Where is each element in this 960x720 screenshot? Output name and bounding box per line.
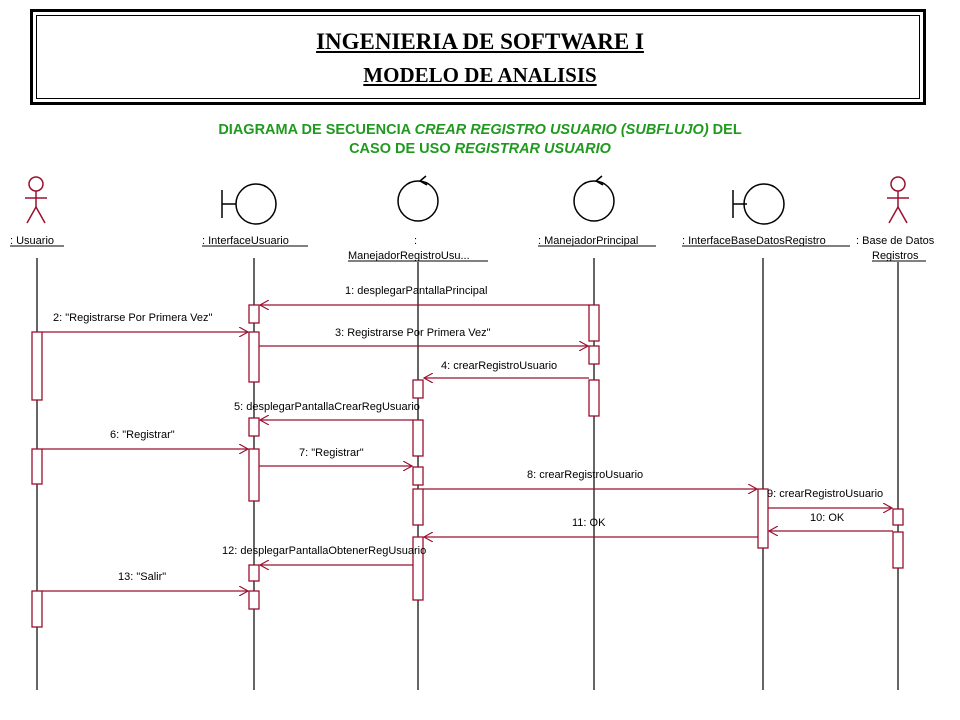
message-label: 2: "Registrarse Por Primera Vez" (53, 312, 213, 324)
participant-label: ManejadorRegistroUsu... (348, 250, 470, 262)
activation-box (892, 531, 904, 569)
message-label: 5: desplegarPantallaCrearRegUsuario (234, 401, 420, 413)
message-label: 11: OK (572, 517, 606, 529)
activation-box (31, 590, 43, 628)
participant-label: : InterfaceUsuario (202, 235, 289, 247)
page-title: INGENIERIA DE SOFTWARE I (316, 29, 644, 54)
activation-box (31, 331, 43, 401)
activation-box (757, 488, 769, 549)
title-frame-inner (36, 15, 920, 99)
boundary-icon (221, 183, 277, 225)
activation-box (412, 536, 424, 601)
message-label: 4: crearRegistroUsuario (441, 360, 557, 372)
participant-label: : (414, 235, 417, 247)
control-icon (573, 175, 615, 222)
message-label: 8: crearRegistroUsuario (527, 469, 643, 481)
activation-box (412, 419, 424, 457)
message-label: 9: crearRegistroUsuario (767, 488, 883, 500)
caption-italic: CREAR REGISTRO USUARIO (SUBFLUJO) (414, 122, 709, 138)
actor-icon (25, 176, 47, 224)
control-icon (397, 175, 439, 222)
message-label: 12: desplegarPantallaObtenerRegUsuario (222, 545, 426, 557)
participant-label: : ManejadorPrincipal (538, 235, 638, 247)
caption-italic: REGISTRAR USUARIO (454, 141, 611, 157)
boundary-icon (732, 183, 785, 225)
activation-box (588, 345, 600, 365)
activation-box (248, 304, 260, 324)
activation-box (892, 508, 904, 526)
activation-box (248, 331, 260, 383)
activation-box (412, 379, 424, 399)
activation-box (248, 590, 260, 610)
message-label: 6: "Registrar" (110, 429, 175, 441)
title-frame (30, 9, 926, 105)
message-label: 3: Registrarse Por Primera Vez" (335, 327, 491, 339)
activation-box (248, 564, 260, 582)
participant-label: : Base de Datos (856, 235, 935, 247)
caption-text: CASO DE USO (349, 141, 455, 157)
message-label: 1: desplegarPantallaPrincipal (345, 285, 487, 297)
message-label: 10: OK (810, 512, 845, 524)
actor-icon (887, 176, 909, 224)
activation-box (412, 466, 424, 486)
page-subtitle: MODELO DE ANALISIS (363, 63, 597, 87)
activation-box (248, 448, 260, 502)
activation-box (248, 417, 260, 437)
activation-box (588, 379, 600, 417)
activation-box (412, 488, 424, 526)
participant-label: : InterfaceBaseDatosRegistro (682, 235, 826, 247)
activation-box (588, 304, 600, 342)
caption-text: DEL (708, 122, 742, 138)
participant-label: : Usuario (10, 235, 54, 247)
diagram-caption-line1: DIAGRAMA DE SECUENCIA CREAR REGISTRO USU… (0, 122, 960, 138)
diagram-caption-line2: CASO DE USO REGISTRAR USUARIO (0, 141, 960, 157)
caption-text: DIAGRAMA DE SECUENCIA (218, 122, 415, 138)
message-label: 13: "Salir" (118, 571, 166, 583)
participant-label: Registros (872, 250, 919, 262)
message-label: 7: "Registrar" (299, 447, 364, 459)
activation-box (31, 448, 43, 485)
